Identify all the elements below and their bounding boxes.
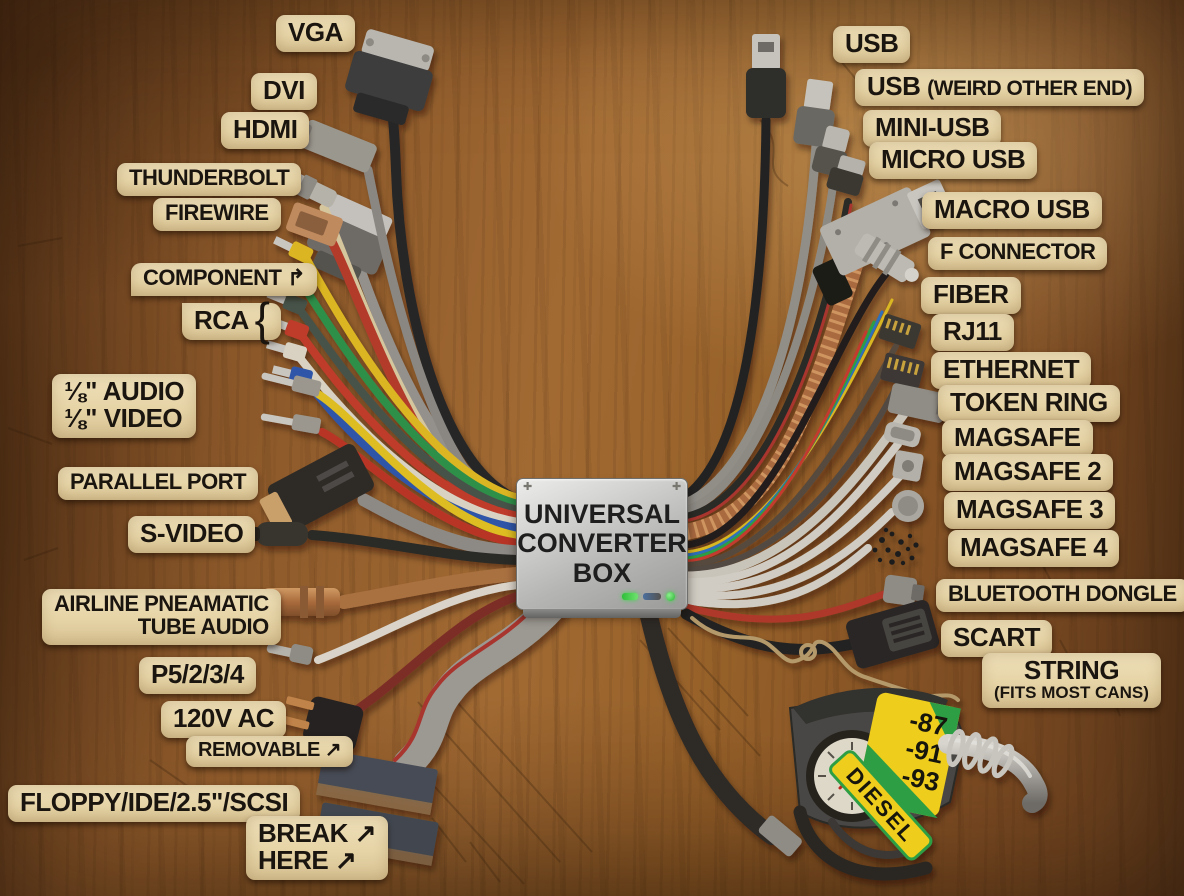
ribbon-cable-stripe bbox=[393, 600, 541, 762]
wood-scratches bbox=[7, 59, 1121, 885]
component-arrow-icon: ↱ bbox=[287, 265, 306, 290]
ethernet-cable bbox=[683, 381, 901, 573]
rj11-connector bbox=[878, 314, 922, 349]
label-hdmi: HDMI bbox=[221, 112, 310, 150]
magsafe-connector bbox=[884, 421, 921, 448]
box-title-line1: UNIVERSAL bbox=[523, 499, 680, 530]
label-removable: REMOVABLE ↗ bbox=[186, 736, 354, 767]
pump-hose-fitting bbox=[758, 815, 802, 857]
screw-icon: ✚ bbox=[523, 481, 533, 493]
airline-tube-connector bbox=[262, 586, 340, 618]
label-magsafe4: MAGSAFE 4 bbox=[948, 530, 1120, 568]
rj11-cable bbox=[683, 343, 899, 568]
usb-connector bbox=[746, 34, 786, 118]
green-led-dot bbox=[666, 592, 675, 601]
label-thunderbolt: THUNDERBOLT bbox=[117, 163, 302, 196]
box-title-line3: BOX bbox=[572, 557, 632, 588]
removable-arrow-icon: ↗ bbox=[324, 739, 342, 761]
label-usb-weird: USB (WEIRD OTHER END) bbox=[855, 69, 1145, 107]
bluetooth-dongle-connector bbox=[882, 574, 925, 606]
ribbon-cable bbox=[393, 591, 567, 779]
label-scart: SCART bbox=[941, 620, 1053, 658]
label-vga: VGA bbox=[276, 15, 355, 53]
label-magsafe2: MAGSAFE 2 bbox=[942, 454, 1114, 492]
magsafe3-connector bbox=[892, 490, 924, 522]
label-token-ring: TOKEN RING bbox=[938, 385, 1120, 423]
ac-cable bbox=[349, 591, 523, 717]
parallel-port-connector bbox=[259, 444, 374, 532]
eighth-audio-cable bbox=[314, 390, 522, 540]
gas-pump-nozzle: -87 -91 -93 DIESEL bbox=[788, 687, 1048, 881]
label-eighth-audio-video: ⅛" AUDIO ⅛" VIDEO bbox=[52, 374, 197, 439]
label-dvi: DVI bbox=[251, 73, 317, 111]
screw-icon: ✚ bbox=[672, 481, 682, 493]
label-p5234: P5/2/3/4 bbox=[139, 657, 256, 695]
converter-box: ✚ ✚ UNIVERSAL CONVERTER BOX bbox=[516, 478, 688, 618]
component-dark-cable bbox=[296, 306, 522, 514]
label-floppy-ide-scsi: FLOPPY/IDE/2.5"/SCSI bbox=[8, 785, 301, 823]
scart-connector bbox=[846, 599, 940, 669]
firewire-connector bbox=[286, 202, 343, 247]
label-s-video: S-VIDEO bbox=[128, 516, 256, 554]
label-usb: USB bbox=[833, 26, 911, 64]
label-ethernet: ETHERNET bbox=[931, 352, 1092, 390]
label-airline-pneumatic: AIRLINE PNEAMATIC TUBE AUDIO bbox=[42, 589, 281, 645]
label-mini-usb: MINI-USB bbox=[863, 110, 1002, 148]
f-connector bbox=[854, 233, 919, 283]
label-component: COMPONENT ↱ bbox=[131, 263, 318, 296]
usb-weird-cable bbox=[681, 141, 821, 508]
label-f-connector: F CONNECTOR bbox=[928, 237, 1108, 270]
label-magsafe: MAGSAFE bbox=[942, 420, 1093, 458]
magsafe4-cable bbox=[682, 544, 872, 609]
label-macro-usb: MACRO USB bbox=[922, 192, 1102, 230]
micro-usb-connector bbox=[826, 155, 866, 196]
label-string: STRING (FITS MOST CANS) bbox=[982, 653, 1161, 708]
magsafe2-cable bbox=[682, 472, 904, 593]
label-parallel-port: PARALLEL PORT bbox=[58, 467, 259, 500]
label-break-here: BREAK ↗ HERE ↗ bbox=[246, 816, 388, 881]
p5234-cable bbox=[314, 581, 522, 664]
rca-brace-icon: { bbox=[254, 293, 270, 345]
ethernet-connector bbox=[880, 352, 925, 389]
magsafe2-connector bbox=[892, 450, 924, 482]
macro-usb-cable-braid bbox=[684, 259, 864, 540]
pump-hose bbox=[639, 603, 781, 845]
label-magsafe3: MAGSAFE 3 bbox=[944, 492, 1116, 530]
f-connector-cable bbox=[682, 270, 890, 549]
eighth-audio-plug bbox=[261, 372, 322, 397]
label-rca: RCA { bbox=[182, 296, 282, 342]
eighth-video-plug bbox=[260, 413, 322, 434]
usb-cable bbox=[681, 115, 771, 501]
status-leds bbox=[622, 592, 675, 601]
label-firewire: FIREWIRE bbox=[153, 198, 281, 231]
s-video-cable bbox=[307, 530, 523, 565]
fiber-cables bbox=[684, 298, 894, 563]
magsafe-cable bbox=[682, 440, 902, 587]
box-title-line2: CONVERTER bbox=[517, 528, 687, 559]
rca-red-cable bbox=[298, 332, 522, 520]
break-arrow-bottom-icon: ↗ bbox=[334, 845, 357, 876]
label-rj11: RJ11 bbox=[931, 314, 1014, 352]
label-bluetooth-dongle: BLUETOOTH DONGLE bbox=[936, 579, 1184, 612]
airline-tube-cable bbox=[337, 567, 525, 609]
component-green-cable bbox=[298, 280, 522, 508]
break-arrow-top-icon: ↗ bbox=[354, 818, 377, 848]
bluetooth-dongle-cable bbox=[682, 590, 888, 623]
label-120v-ac: 120V AC bbox=[161, 701, 287, 739]
green-led bbox=[622, 593, 638, 600]
component-yellow-cable bbox=[302, 254, 522, 502]
string-knot bbox=[799, 643, 817, 661]
blue-led bbox=[643, 593, 661, 600]
vga-connector bbox=[345, 29, 434, 125]
magsafe4-debris bbox=[872, 527, 919, 566]
label-fiber: FIBER bbox=[921, 277, 1021, 315]
p5234-connector bbox=[266, 643, 314, 665]
label-micro-usb: MICRO USB bbox=[869, 142, 1038, 180]
eighth-video-cable bbox=[318, 428, 522, 547]
parallel-port-cable bbox=[357, 493, 525, 559]
scart-cable bbox=[680, 608, 868, 655]
magsafe3-cable bbox=[682, 508, 896, 600]
